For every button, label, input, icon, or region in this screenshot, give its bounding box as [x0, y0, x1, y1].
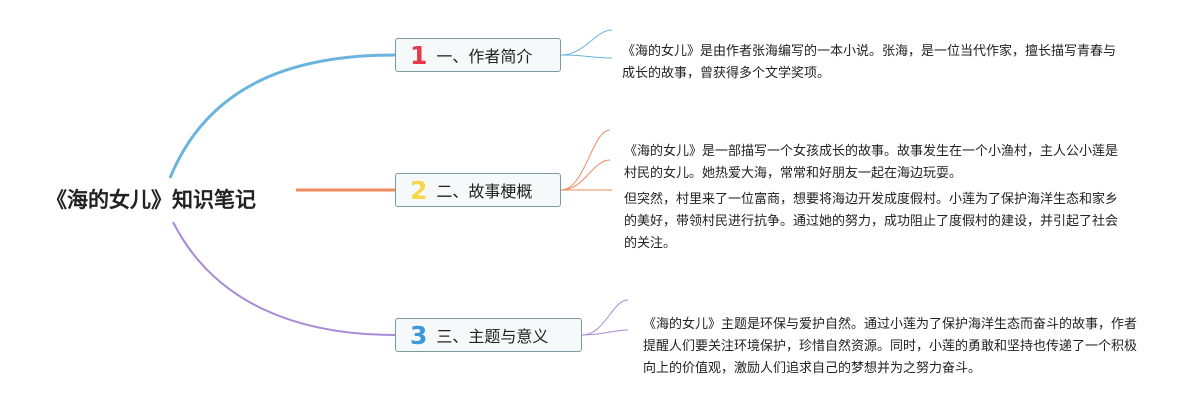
branch-label: 二、故事梗概 [436, 182, 533, 201]
connector-root-branch1 [168, 53, 396, 179]
note-story-summary-1: 《海的女儿》是一部描写一个女孩成长的故事。故事发生在一个小渔村，主人公小莲是村民… [624, 144, 1119, 181]
branch-theme-meaning[interactable]: 3 三、主题与意义 [395, 318, 582, 352]
connector-branch1-note-a [560, 29, 613, 56]
mindmap-root-title[interactable]: 《海的女儿》知识笔记 [46, 188, 256, 212]
number-2-icon: 2 [410, 175, 428, 205]
connector-branch3-note-a [581, 299, 629, 336]
connector-branch1-note-b [560, 54, 613, 59]
number-1-icon: 1 [410, 40, 428, 70]
note-author-intro: 《海的女儿》是由作者张海编写的一本小说。张海，是一位当代作家，擅长描写青春与成长… [622, 44, 1117, 81]
number-3-icon: 3 [410, 320, 428, 350]
connector-branch2-note-b [560, 159, 611, 191]
branch-author-intro[interactable]: 1 一、作者简介 [395, 38, 561, 72]
branch-label: 一、作者简介 [436, 47, 533, 66]
note-theme-meaning: 《海的女儿》主题是环保与爱护自然。通过小莲为了保护海洋生态而奋斗的故事，作者提醒… [643, 317, 1138, 376]
branch-story-summary[interactable]: 2 二、故事梗概 [395, 173, 561, 207]
connector-root-branch3 [172, 221, 396, 336]
connector-branch3-note-b [581, 329, 629, 336]
connector-branch2-note-a [560, 129, 611, 191]
branch-label: 三、主题与意义 [436, 327, 549, 346]
note-story-summary-2: 但突然，村里来了一位富商，想要将海边开发成度假村。小莲为了保护海洋生态和家乡的美… [624, 192, 1119, 251]
